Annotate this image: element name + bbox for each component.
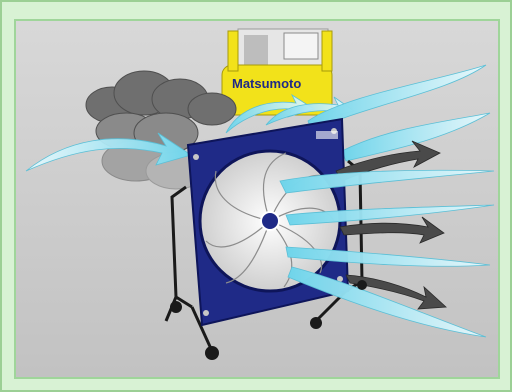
fan-airflow-illustration: Matsumoto	[16, 21, 498, 377]
brand-label: Matsumoto	[232, 76, 301, 91]
illustration-panel: Matsumoto	[14, 19, 500, 379]
fan-hub	[261, 212, 279, 230]
